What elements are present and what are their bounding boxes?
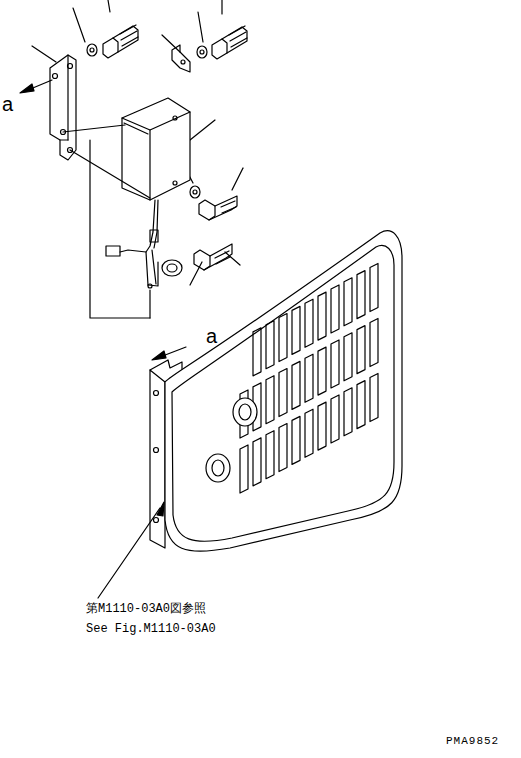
grille-slot: [344, 388, 352, 436]
grille-slot: [279, 314, 287, 362]
grille-slot: [318, 347, 326, 395]
assembly-lines: [63, 125, 150, 318]
lamp-housing: [150, 231, 402, 551]
grille-slot: [357, 326, 365, 374]
grille-slot: [370, 264, 378, 312]
reference-note: See Fig.M1110-03A0: [86, 623, 216, 635]
grille-slot: [279, 424, 287, 472]
grille-slot: [331, 395, 339, 443]
grille-slot: [266, 321, 274, 369]
grille-slot: [370, 374, 378, 422]
view-arrows: [20, 80, 186, 360]
grille-slot: [266, 431, 274, 479]
wire-harness: [106, 200, 182, 288]
grille-slot: [292, 416, 300, 464]
grille-slot: [344, 278, 352, 326]
bolts-and-washers: [87, 25, 247, 270]
grille-slot: [279, 369, 287, 417]
grille-slot: [344, 333, 352, 381]
lamp-grille: [240, 264, 378, 494]
grille-slot: [318, 292, 326, 340]
mounting-bracket: [50, 55, 76, 160]
reference-leader: [98, 502, 164, 598]
grille-slot: [370, 319, 378, 367]
drawing-code: PMA9852: [446, 736, 499, 747]
grille-slot: [253, 438, 261, 486]
grille-slot: [331, 340, 339, 388]
leader-lines: [32, 0, 243, 318]
grille-slot: [318, 402, 326, 450]
view-letter: a: [2, 94, 13, 114]
reference-note: 第M1110-03A0図参照: [86, 603, 206, 615]
grille-slot: [305, 409, 313, 457]
grille-slot: [292, 306, 300, 354]
grille-slot: [240, 445, 248, 493]
grille-slot: [331, 285, 339, 333]
grille-slot: [253, 328, 261, 376]
grille-slot: [292, 361, 300, 409]
grille-slot: [357, 271, 365, 319]
small-bracket: [172, 45, 190, 72]
grille-slot: [305, 299, 313, 347]
grille-slot: [357, 381, 365, 429]
view-letter: a: [206, 326, 217, 346]
relay-box: [122, 98, 190, 200]
grille-slot: [305, 354, 313, 402]
grille-slot: [266, 376, 274, 424]
